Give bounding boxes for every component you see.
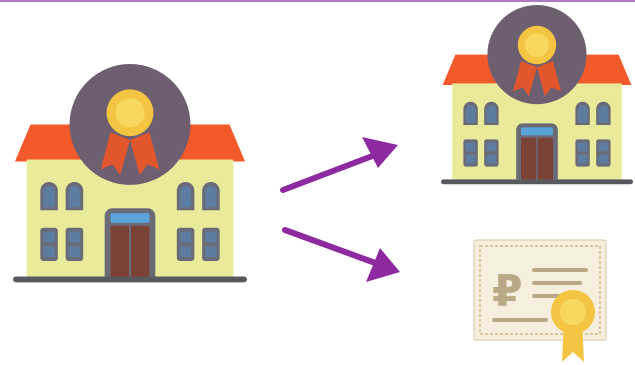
arrow-down-right-icon (285, 230, 400, 282)
arrow-up-right-icon (283, 137, 398, 190)
left-school-building-icon (13, 64, 247, 282)
right-school-building-icon (441, 5, 633, 184)
ruble-sign: ₽ (492, 266, 523, 317)
certificate-icon: ₽ (474, 240, 606, 362)
